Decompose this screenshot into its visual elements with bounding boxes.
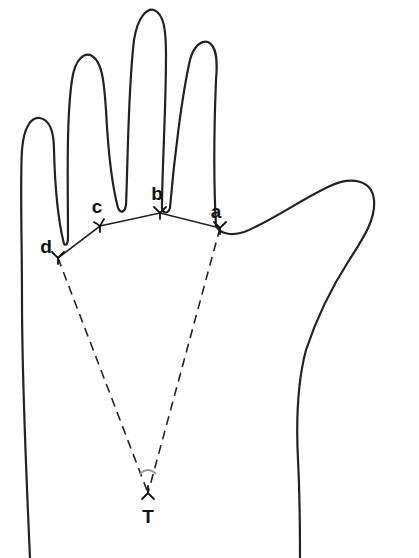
point-label: T [142, 507, 154, 526]
dashed-line [58, 258, 148, 493]
point-mark [52, 252, 64, 264]
dashed-line [148, 228, 220, 493]
point-label: d [40, 237, 52, 256]
angle-arc [140, 470, 156, 474]
measure-lines [58, 213, 220, 493]
solid-line [58, 213, 220, 258]
point-mark [94, 219, 104, 232]
point-mark [214, 222, 226, 234]
point-marks [52, 207, 226, 499]
point-mark [154, 207, 166, 219]
hand-outline [21, 10, 374, 558]
point-label: c [92, 197, 103, 216]
point-label: a [211, 202, 222, 221]
point-label: b [151, 184, 163, 203]
point-mark [142, 486, 154, 499]
